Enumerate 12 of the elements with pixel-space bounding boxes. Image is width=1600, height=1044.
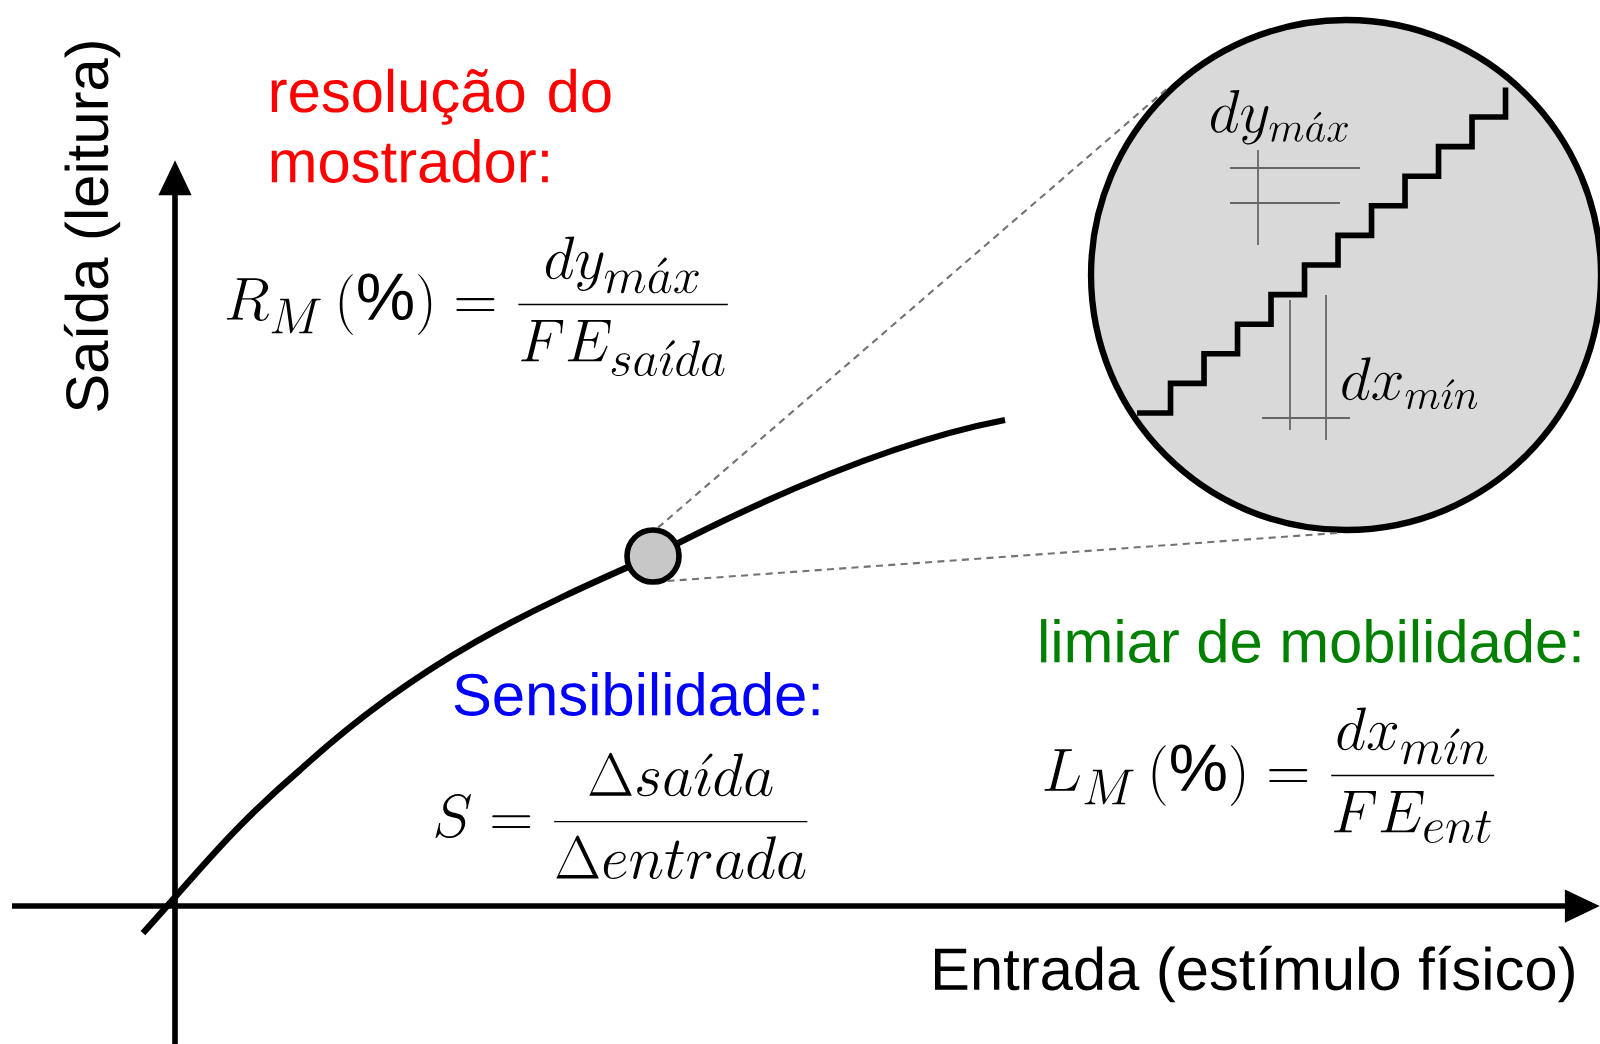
leader-line bbox=[667, 531, 1338, 582]
heading: resolução do mostrador: bbox=[271, 68, 611, 183]
axis-label: Entrada (estímulo físico) bbox=[935, 945, 1574, 1003]
formula: $R_M\left(\%\right)=\frac{dy_{m\acute{a}x}}{FE_{sa\acute{\imath}da}}$ bbox=[226, 236, 728, 377]
magnifier-circle bbox=[624, 527, 682, 585]
formula: $dy_{m\acute{a}x}$ bbox=[1211, 90, 1348, 145]
formula: $L_M\left(\%\right)=\frac{dx_{m\acute{\imath}n}}{FE_{ent}}$ bbox=[1044, 707, 1495, 844]
formula: $dx_{m\acute{\imath}n}$ bbox=[1342, 357, 1478, 410]
heading: limiar de mobilidade: bbox=[1041, 619, 1580, 663]
axis-label: Saída (leitura) bbox=[63, 42, 121, 411]
heading: Sensibilidade: bbox=[454, 672, 819, 716]
formula: $S=\frac{\Delta sa\acute{\imath}da}{\Delta entrada}$ bbox=[435, 752, 808, 880]
